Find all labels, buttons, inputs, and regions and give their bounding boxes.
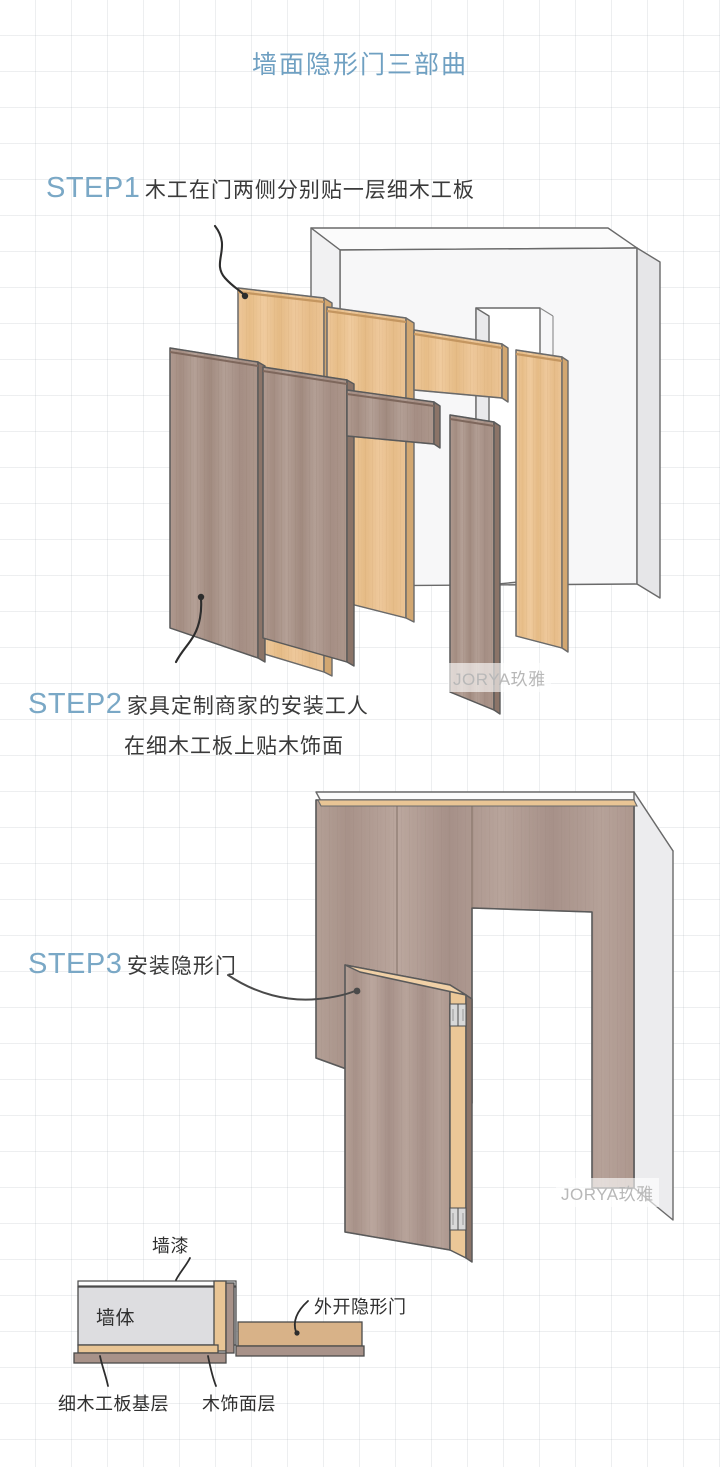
step2-description-line1: 家具定制商家的安装工人 (126, 695, 369, 718)
step3-description: 安装隐形门 (126, 955, 237, 978)
label-blockboard-base: 细木工板基层 (58, 1394, 169, 1414)
label-outward-door: 外开隐形门 (314, 1297, 407, 1317)
door-hinge-upper (449, 1003, 467, 1027)
label-wall-paint: 墙漆 (152, 1236, 189, 1256)
watermark-bottom: JORYA玖雅 (556, 1178, 659, 1207)
step1-illustration (169, 224, 661, 715)
page-title: 墙面隐形门三部曲 (251, 51, 468, 79)
watermark-top: JORYA玖雅 (448, 663, 551, 692)
label-veneer-layer: 木饰面层 (202, 1394, 276, 1414)
door-hinge-lower (449, 1207, 467, 1231)
step3-text: STEP3 安装隐形门 (28, 948, 237, 981)
step2-tag: STEP2 (28, 688, 123, 720)
step2-description-line2: 在细木工板上贴木饰面 (124, 735, 344, 758)
step1-tag: STEP1 (46, 172, 141, 204)
step3-tag: STEP3 (28, 948, 123, 980)
step1-text: STEP1 木工在门两侧分别贴一层细木工板 (46, 172, 475, 205)
step2-text: STEP2 家具定制商家的安装工人 在细木工板上贴木饰面 (28, 688, 369, 760)
step1-description: 木工在门两侧分别贴一层细木工板 (144, 179, 475, 202)
label-wall-body: 墙体 (96, 1308, 136, 1329)
